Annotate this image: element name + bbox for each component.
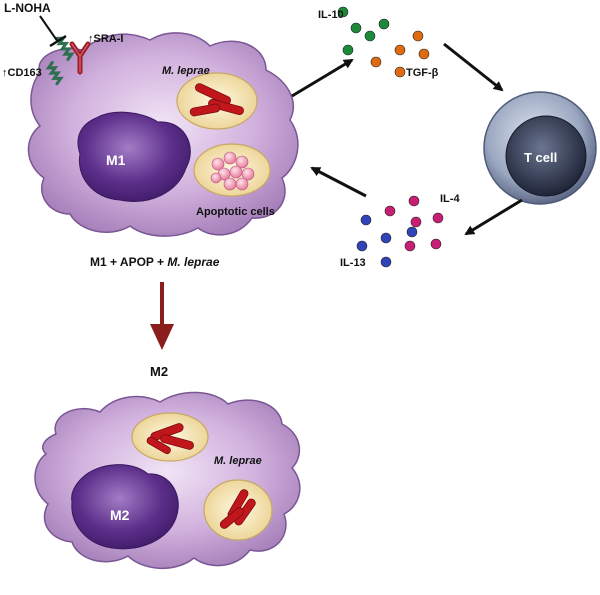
bacteria-group-top xyxy=(189,83,244,117)
label-pathogen-top: M. leprae xyxy=(162,65,210,77)
tgfb-dot xyxy=(394,44,406,56)
il13-dot xyxy=(356,240,368,252)
il10-dot xyxy=(378,18,390,30)
label-m2-nucleus: M2 xyxy=(110,507,130,523)
label-il10: IL-10 xyxy=(318,9,344,21)
flow-arrows xyxy=(291,42,523,236)
il4-dot xyxy=(410,216,422,228)
label-result-m2: M2 xyxy=(150,364,168,379)
il13-dot xyxy=(406,226,418,238)
macrophage-m2 xyxy=(34,391,301,570)
il13-dot xyxy=(380,232,392,244)
tgfb-dot xyxy=(394,66,406,78)
label-cd163: ↑CD163 xyxy=(2,67,42,79)
tgfb-dot xyxy=(418,48,430,60)
cd163-receptor-icon xyxy=(45,36,75,86)
arrow-to-il10 xyxy=(291,58,354,98)
macrophage-m1 xyxy=(27,15,299,237)
arrow-to-macrophage xyxy=(310,166,367,198)
il10-dot xyxy=(350,22,362,34)
il4-dot xyxy=(404,240,416,252)
sra-receptor-icon xyxy=(69,41,91,75)
tgfb-dot xyxy=(370,56,382,68)
label-m1-nucleus: M1 xyxy=(106,152,126,168)
label-l-noha: L-NOHA xyxy=(4,1,51,15)
arrow-to-tcell xyxy=(443,42,504,92)
nucleus-m2 xyxy=(71,464,179,550)
il4-dot xyxy=(432,212,444,224)
tgfb-dot xyxy=(412,30,424,42)
il4-dot xyxy=(408,195,420,207)
down-arrow xyxy=(150,282,174,350)
label-sra-i: ↑SRA-I xyxy=(88,33,123,45)
t-cell xyxy=(483,91,597,205)
nucleus-m1 xyxy=(77,111,191,202)
arrow-from-tcell xyxy=(464,198,523,236)
cytokine-dots xyxy=(337,6,444,268)
il10-dot xyxy=(342,44,354,56)
label-il4: IL-4 xyxy=(440,193,460,205)
il10-dot xyxy=(337,6,349,18)
il4-dot xyxy=(430,238,442,250)
il10-dot xyxy=(364,30,376,42)
label-pathogen-bottom: M. leprae xyxy=(214,455,262,467)
il13-dot xyxy=(360,214,372,226)
inhibition-icon xyxy=(39,15,67,48)
label-tgfb: TGF-β xyxy=(406,67,439,79)
bacteria-group-bottom-left xyxy=(146,423,194,455)
apoptotic-cell-cluster xyxy=(210,151,255,191)
label-t-cell: T cell xyxy=(524,150,557,165)
il13-dot xyxy=(380,256,392,268)
bacteria-group-bottom-right xyxy=(219,489,256,529)
label-apoptotic-cells: Apoptotic cells xyxy=(196,206,275,218)
label-il13: IL-13 xyxy=(340,257,366,269)
label-condition: M1 + APOP + M. leprae xyxy=(90,255,220,269)
il4-dot xyxy=(384,205,396,217)
